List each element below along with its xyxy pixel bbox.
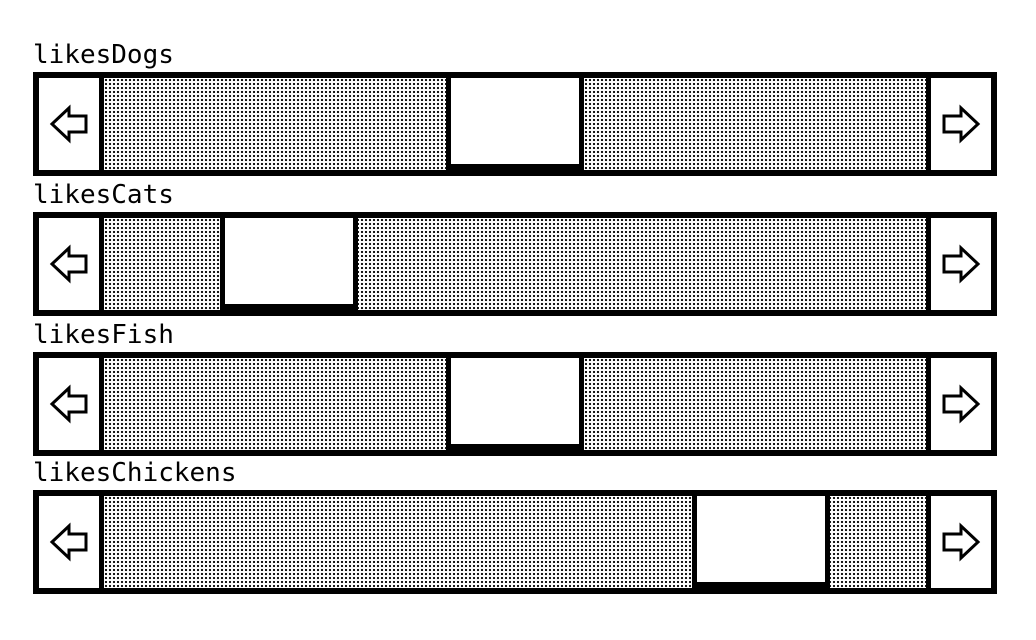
scroll-right-button[interactable] [926, 496, 991, 588]
scroll-thumb[interactable] [220, 218, 358, 310]
scrollbar-likes-dogs[interactable] [33, 72, 997, 176]
scrollbar-label: likesDogs [33, 40, 174, 70]
scroll-right-button[interactable] [926, 218, 991, 310]
scrollbar-likes-chickens[interactable] [33, 490, 997, 594]
scroll-thumb[interactable] [692, 496, 830, 588]
scroll-right-button[interactable] [926, 78, 991, 170]
scroll-right-button[interactable] [926, 358, 991, 450]
scrollbar-likes-cats[interactable] [33, 212, 997, 316]
right-arrow-icon [942, 384, 981, 424]
right-arrow-icon [942, 244, 981, 284]
scrollbar-label: likesFish [33, 320, 174, 350]
left-arrow-icon [49, 384, 88, 424]
scroll-track[interactable] [104, 358, 926, 450]
scroll-track[interactable] [104, 496, 926, 588]
scrollbar-likes-fish[interactable] [33, 352, 997, 456]
scroll-thumb[interactable] [446, 78, 584, 170]
left-arrow-icon [49, 244, 88, 284]
scroll-track[interactable] [104, 218, 926, 310]
left-arrow-icon [49, 104, 88, 144]
scrollbar-label: likesCats [33, 180, 174, 210]
scrollbar-label: likesChickens [33, 458, 237, 488]
scroll-left-button[interactable] [39, 78, 104, 170]
right-arrow-icon [942, 104, 981, 144]
scroll-left-button[interactable] [39, 218, 104, 310]
scroll-track[interactable] [104, 78, 926, 170]
scroll-left-button[interactable] [39, 496, 104, 588]
scroll-left-button[interactable] [39, 358, 104, 450]
scroll-thumb[interactable] [446, 358, 584, 450]
right-arrow-icon [942, 522, 981, 562]
left-arrow-icon [49, 522, 88, 562]
